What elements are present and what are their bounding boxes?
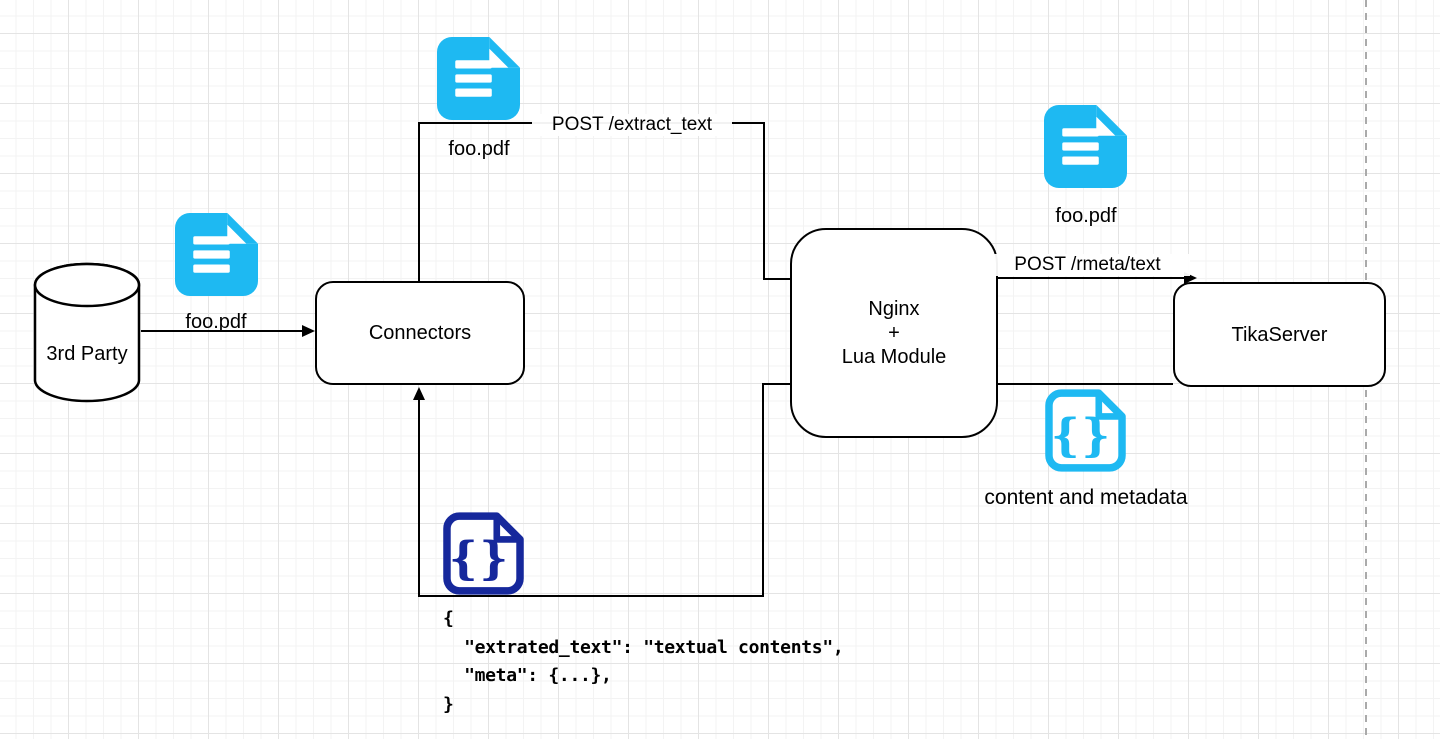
connectors-node[interactable]: Connectors <box>315 281 525 385</box>
nginx-label-line3: Lua Module <box>841 346 947 368</box>
edge-rmeta-line <box>997 277 1187 279</box>
rmeta-edge-label[interactable]: POST /rmeta/text <box>985 254 1190 276</box>
svg-text:{}: {} <box>1051 408 1112 461</box>
tikaserver-label: TikaServer <box>1231 323 1328 346</box>
extract-text-edge-label[interactable]: POST /extract_text <box>532 114 732 136</box>
pdf-right-label[interactable]: foo.pdf <box>1055 205 1117 227</box>
json-code-sample[interactable]: { "extrated_text": "textual contents", "… <box>443 608 844 715</box>
edge-ingest-arrowhead <box>302 325 315 337</box>
nginx-lua-node[interactable]: Nginx + Lua Module <box>790 228 998 438</box>
pdf-document-icon[interactable] <box>175 213 258 296</box>
edge-return-arrowhead <box>413 387 425 400</box>
edge-extract-segment-v1 <box>418 122 420 282</box>
edge-extract-segment-v2 <box>763 122 765 280</box>
edge-extract-segment-h2 <box>763 278 792 280</box>
svg-text:{}: {} <box>449 531 510 584</box>
connectors-label: Connectors <box>368 322 472 344</box>
edge-return-segment-h2 <box>418 595 764 597</box>
pdf-ingest-label[interactable]: foo.pdf <box>185 311 247 333</box>
edge-return-segment-v2 <box>418 399 420 597</box>
json-braces-icon[interactable]: {} <box>1044 389 1127 472</box>
third-party-cylinder[interactable] <box>33 262 141 403</box>
edge-tika-return-line <box>997 383 1173 385</box>
edge-ingest-line <box>141 330 303 332</box>
json-response-label[interactable]: content and metadata <box>984 486 1188 509</box>
nginx-label-line2: + <box>888 322 900 344</box>
pdf-top-label[interactable]: foo.pdf <box>448 138 510 160</box>
edge-return-segment-v1 <box>762 383 764 597</box>
pdf-document-icon[interactable] <box>1044 105 1127 188</box>
tikaserver-node[interactable]: TikaServer <box>1173 282 1386 387</box>
pdf-document-icon[interactable] <box>437 37 520 120</box>
third-party-label: 3rd Party <box>46 343 128 365</box>
nginx-label-line1: Nginx <box>868 298 920 320</box>
edge-return-segment-h1 <box>762 383 792 385</box>
json-braces-icon[interactable]: {} <box>442 512 525 595</box>
